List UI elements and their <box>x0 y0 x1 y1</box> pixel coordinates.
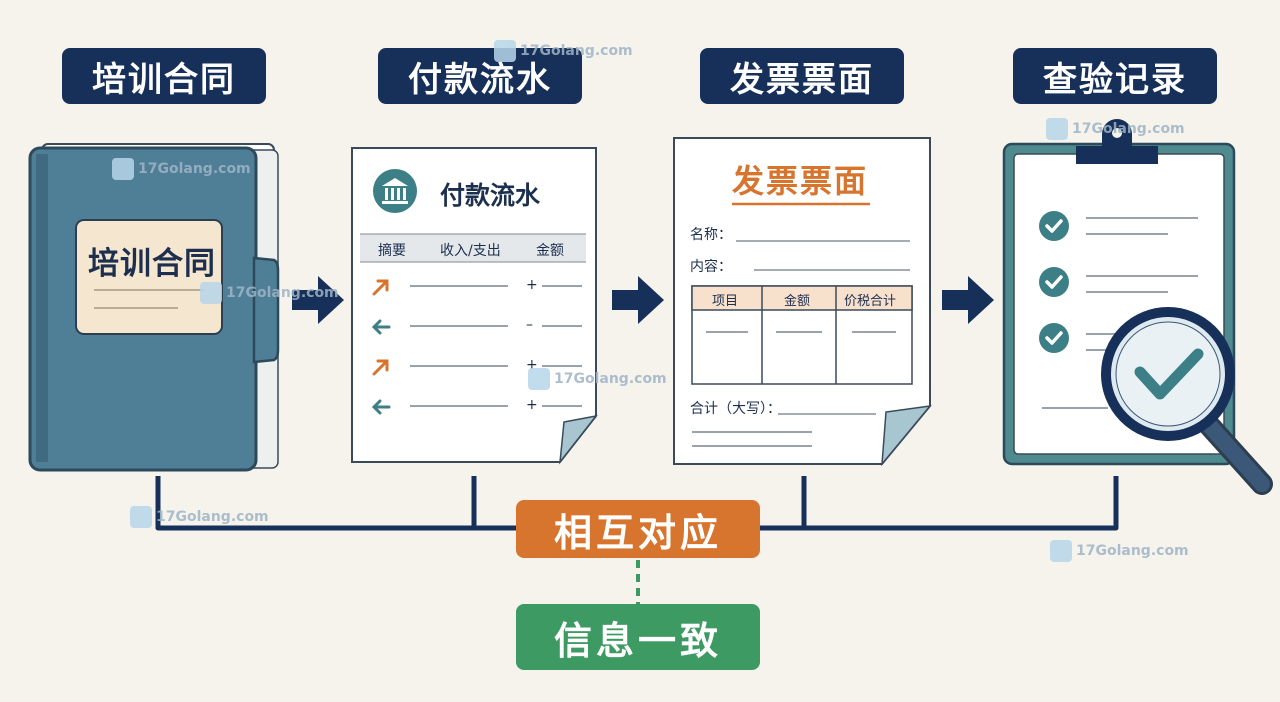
watermark: 17Golang.com <box>528 368 667 390</box>
watermark-logo-icon <box>112 158 134 180</box>
payment-sign-2: – <box>526 317 533 333</box>
invoice-col-amount: 金额 <box>784 294 811 309</box>
watermark-logo-icon <box>1046 118 1068 140</box>
flow-arrow-2 <box>612 276 664 324</box>
match-label: 相互对应 <box>516 500 760 558</box>
invoice-paper <box>673 137 932 467</box>
verification-clipboard <box>998 116 1278 506</box>
payment-sign-1: + <box>526 277 538 293</box>
watermark: 17Golang.com <box>200 282 339 304</box>
step-title-contract: 培训合同 <box>62 48 266 104</box>
watermark-logo-icon <box>1050 540 1072 562</box>
contract-folder: 培训合同 <box>28 140 288 480</box>
watermark: 17Golang.com <box>112 158 251 180</box>
invoice-col-total-tax: 价税合计 <box>844 294 897 309</box>
outflow-arrow-icon <box>372 359 389 376</box>
payment-sign-4: + <box>526 397 538 413</box>
inflow-arrow-icon <box>371 399 391 415</box>
watermark: 17Golang.com <box>1050 540 1189 562</box>
step-title-payment: 付款流水 <box>378 48 582 104</box>
step-title-invoice: 发票票面 <box>700 48 904 104</box>
check-icon <box>1039 323 1069 353</box>
payment-sign-3: + <box>526 357 538 373</box>
invoice-content-label: 内容： <box>690 259 732 275</box>
watermark: 17Golang.com <box>1046 118 1185 140</box>
watermark: 17Golang.com <box>494 40 633 62</box>
payment-col-summary: 摘要 <box>378 243 406 259</box>
watermark-logo-icon <box>130 506 152 528</box>
inflow-arrow-icon <box>371 319 391 335</box>
watermark-logo-icon <box>528 368 550 390</box>
step-title-verification: 查验记录 <box>1013 48 1217 104</box>
outflow-arrow-icon <box>372 279 389 296</box>
invoice-col-item: 项目 <box>712 294 739 309</box>
watermark: 17Golang.com <box>130 506 269 528</box>
invoice-title: 发票票面 <box>732 162 869 200</box>
bank-icon <box>373 169 417 213</box>
consistent-label: 信息一致 <box>516 604 760 670</box>
invoice-total-label: 合计（大写）： <box>690 401 781 417</box>
check-icon <box>1039 267 1069 297</box>
payment-doc-title: 付款流水 <box>440 181 541 210</box>
watermark-logo-icon <box>200 282 222 304</box>
watermark-logo-icon <box>494 40 516 62</box>
flow-arrow-3 <box>942 276 994 324</box>
invoice-name-label: 名称： <box>690 227 732 243</box>
invoice-doc: 发票票面 名称： 内容： 项目 金额 价税合计 合计（大写）： <box>672 136 934 468</box>
contract-label: 培训合同 <box>88 246 216 282</box>
payment-statement-doc: 付款流水 摘要 收入/支出 金额 + – + + <box>350 146 600 466</box>
check-icon <box>1039 211 1069 241</box>
payment-col-inout: 收入/支出 <box>440 243 501 259</box>
folder-illustration <box>28 143 280 472</box>
payment-col-amount: 金额 <box>536 243 564 259</box>
flow-arrow-1 <box>292 276 344 324</box>
magnifier-check-icon <box>1101 307 1273 495</box>
